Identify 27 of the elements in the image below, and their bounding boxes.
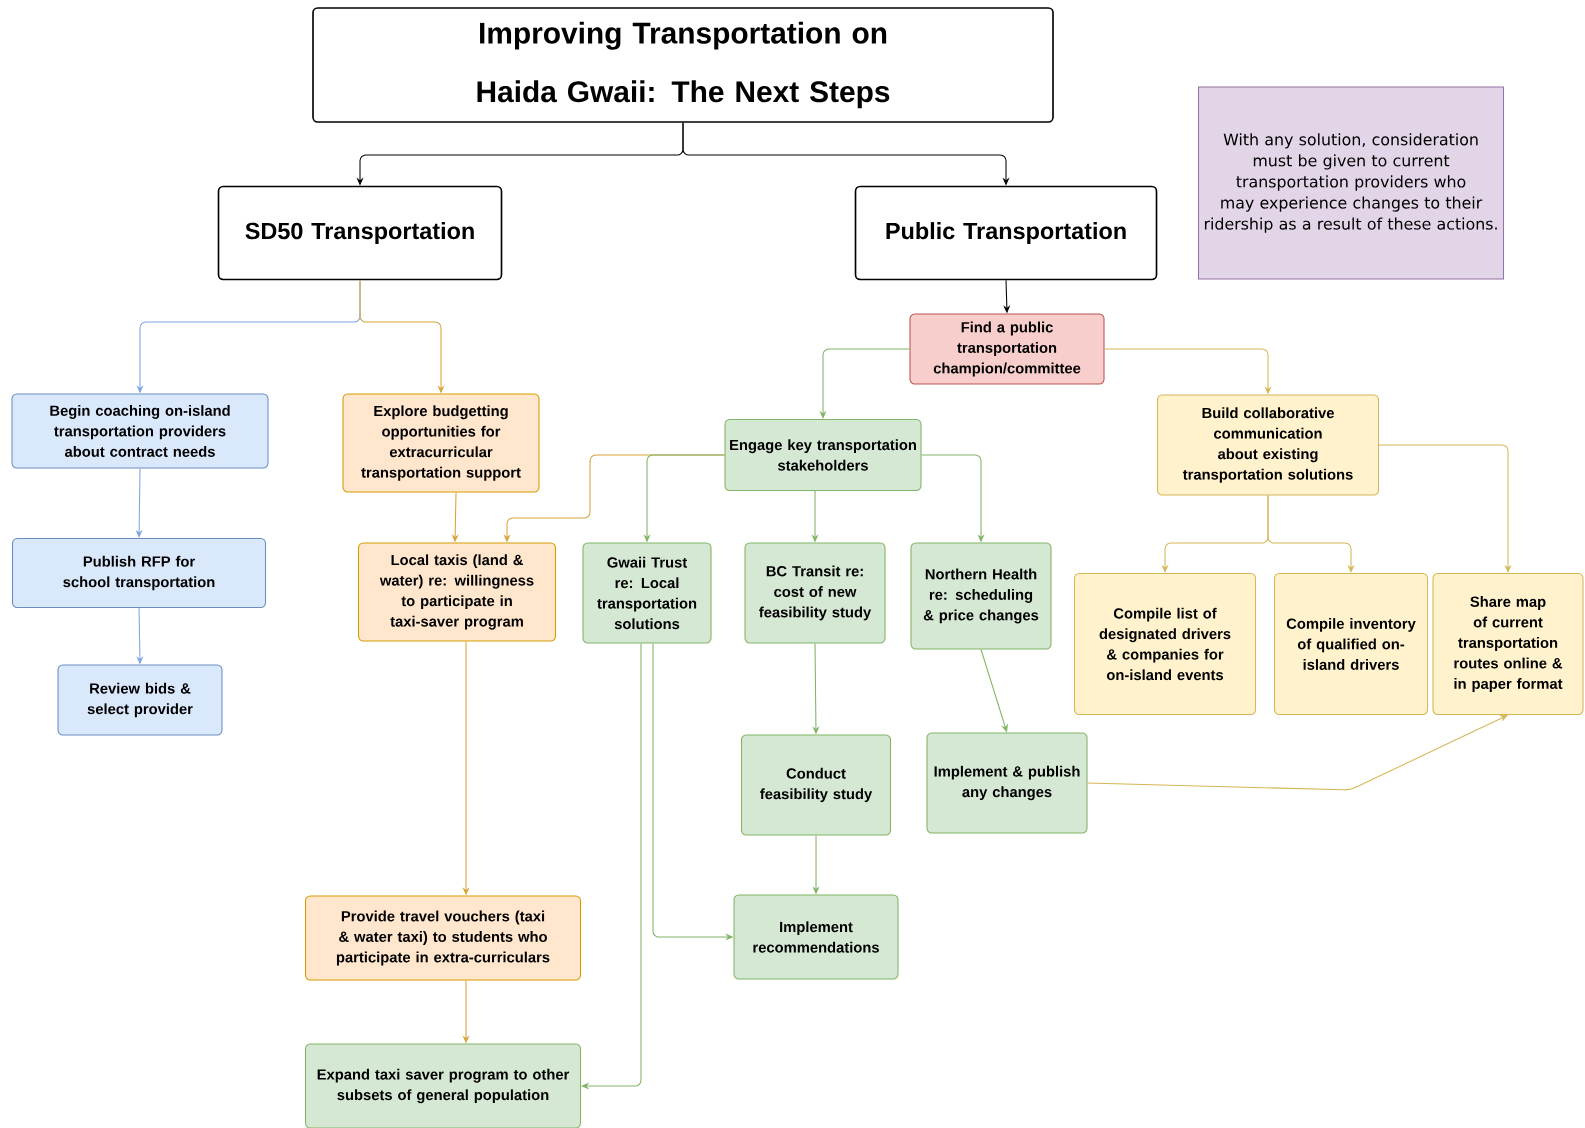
task-box: Share map of current transportation routes online & in paper format — [1432, 572, 1584, 716]
task-box: Compile inventory of qualified on-island drivers — [1274, 572, 1429, 716]
category-box: SD50 Transportation — [217, 185, 503, 281]
task-box: Northern Health re: scheduling & price changes — [910, 542, 1052, 650]
task-box: Build collaborative communication about existing transportation solutions — [1157, 394, 1380, 496]
arrow — [1087, 715, 1508, 791]
task-box: Review bids & select provider — [57, 664, 223, 736]
task-box: Implement & publish any changes — [926, 732, 1088, 834]
arrow — [1267, 495, 1355, 573]
task-box: Provide travel vouchers (taxi & water taxi) to students who participate in extra-curriculars — [305, 895, 582, 981]
task-box: Explore budgetting opportunities for extracurricular transportation support — [342, 393, 540, 493]
task-box: Publish RFP for school transportation — [12, 537, 267, 609]
task-box: Compile list of designated drivers & companies for on-island events — [1074, 572, 1257, 716]
category-box: Public Transportation — [854, 185, 1158, 281]
note-box: With any solution, consideration must be given to current transportation providers who may experience changes to their ridership as a result of these actions. — [1198, 86, 1505, 280]
title-box: Improving Transportation on Haida Gwaii: The Next Steps — [312, 7, 1054, 123]
task-box: Engage key transportation stakeholders — [724, 418, 922, 492]
task-box: Conduct feasibility study — [741, 734, 892, 836]
task-box: Gwaii Trust re: Local transportation solutions — [582, 542, 712, 644]
task-box: Find a public transportation champion/committee — [909, 313, 1105, 385]
task-box: Local taxis (land & water) re: willingness to participate in taxi-saver program — [358, 542, 557, 642]
task-box: Expand taxi saver program to other subsets of general population — [305, 1043, 582, 1128]
task-box: BC Transit re: cost of new feasibility study — [744, 542, 886, 644]
arrow — [581, 643, 642, 1090]
arrow — [1378, 444, 1512, 573]
task-box: Begin coaching on-island transportation providers about contract needs — [11, 393, 269, 469]
task-box: Implement recommendations — [733, 894, 899, 980]
